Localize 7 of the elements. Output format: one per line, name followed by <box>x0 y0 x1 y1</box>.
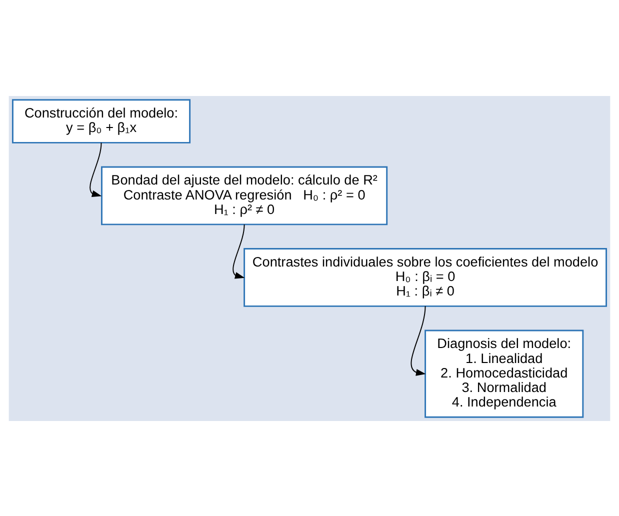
node-box: Contrastes individuales sobre los coeficientes del modelo H₀ : βᵢ = 0 H₁ : βᵢ ≠ 0 <box>244 248 607 306</box>
arrow <box>90 142 102 196</box>
arrow <box>410 305 426 376</box>
arrow <box>232 223 245 278</box>
node-box: Diagnosis del modelo: 1. Linealidad 2. Homocedasticidad 3. Normalidad 4. Independencia <box>424 329 584 418</box>
node-box: Construcción del modelo: y = β₀ + β₁x <box>12 98 191 143</box>
node-box: Bondad del ajuste del modelo: cálculo de R² Contraste ANOVA regresión H₀ : ρ² = 0 H₁ : ρ² ≠ 0 <box>101 166 388 225</box>
